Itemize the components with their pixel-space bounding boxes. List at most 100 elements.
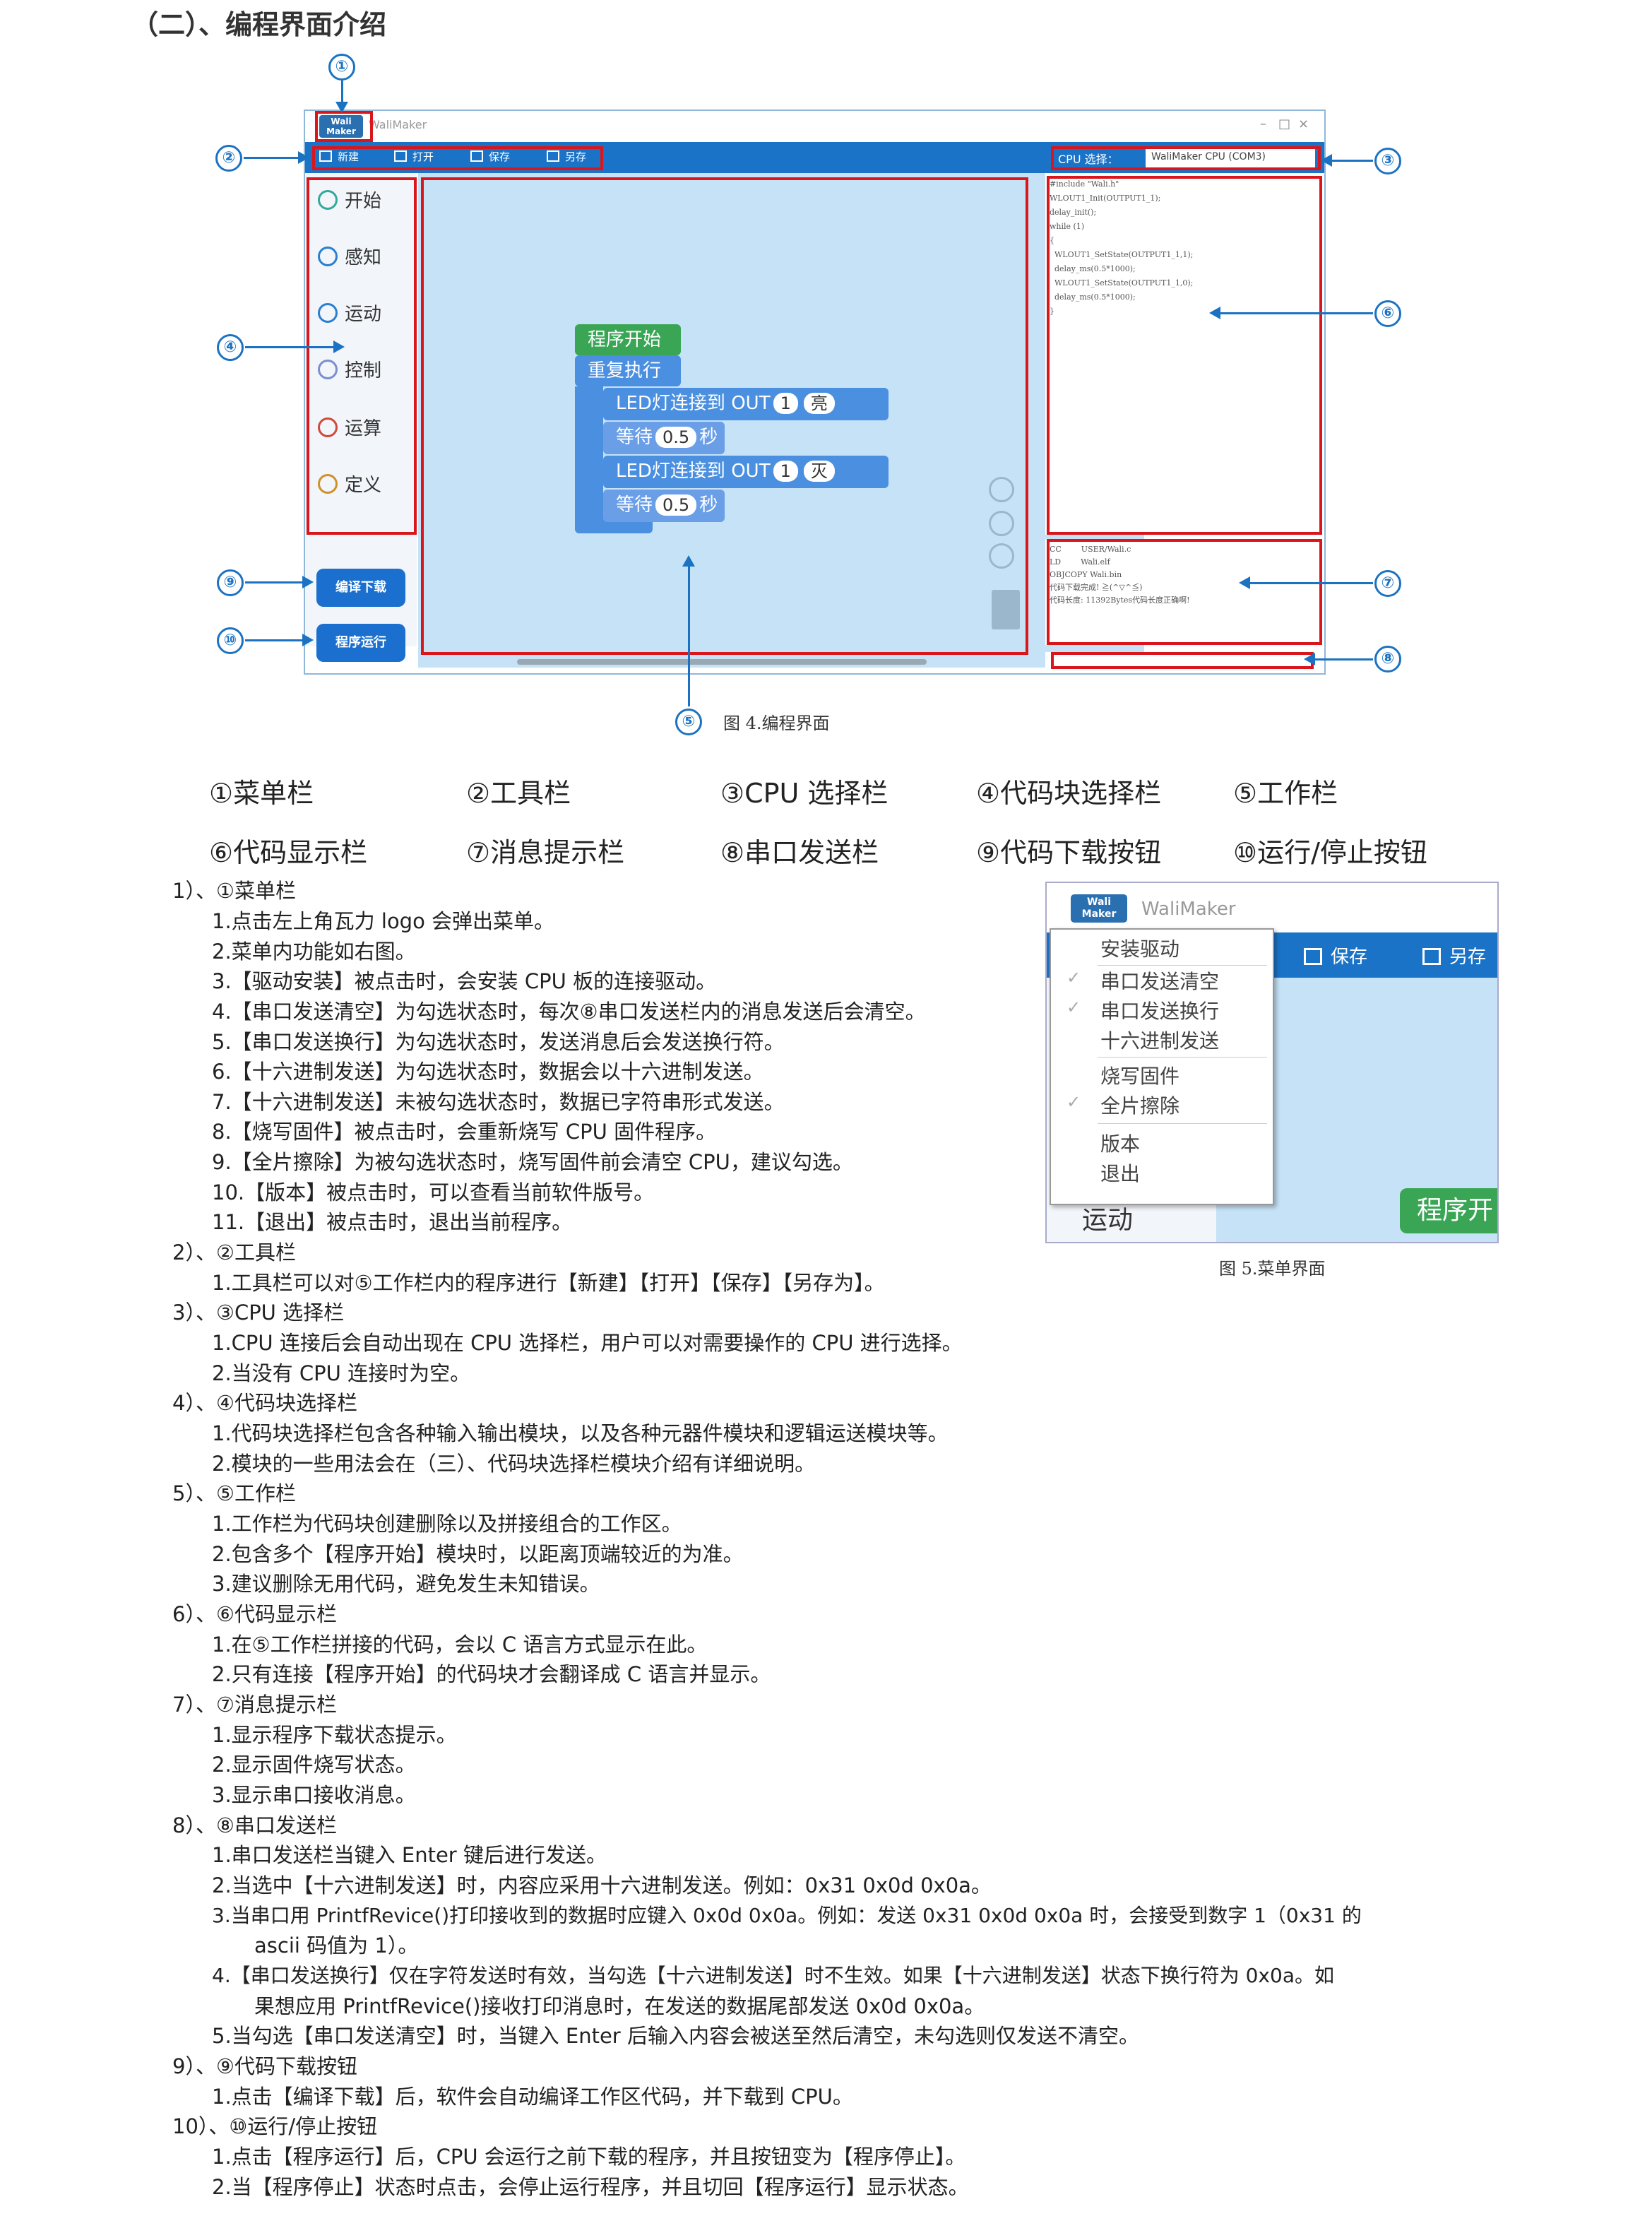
marker-3: ③ [1374,148,1401,174]
save-button[interactable]: 保存 [470,149,510,164]
arrow-line [1219,312,1373,314]
marker-5: ⑤ [675,709,702,735]
list-item: 7.【十六进制发送】未被勾选状态时，数据已字符串形式发送。 [212,1090,785,1114]
new-button[interactable]: 新建 [319,149,359,164]
check-icon: ✓ [1066,997,1081,1017]
figure-4-caption: 图 4.编程界面 [723,713,830,733]
arrow-line [1314,658,1373,661]
clipboard-icon [318,474,338,494]
menu-item-chip-erase[interactable]: 全片擦除 [1100,1094,1180,1118]
legend-item: ①菜单栏 [209,778,314,809]
play-icon [318,190,338,210]
repeat-block-arm [575,386,603,525]
walimaker-logo[interactable]: Wali Maker [1071,894,1127,923]
arrow-line [341,81,343,106]
arrow-line [244,157,300,159]
menu-item-version[interactable]: 版本 [1100,1132,1141,1156]
menu-item-flash-firmware[interactable]: 烧写固件 [1100,1065,1180,1088]
list-item: 4.【串口发送换行】仅在字符发送时有效，当勾选【十六进制发送】时不生效。如果【十… [212,1964,1334,1987]
arrow-line [245,581,304,584]
sidebar-item-start[interactable]: 开始 [318,180,410,223]
section-heading: 2）、②工具栏 [172,1240,296,1264]
arrow-head [335,102,348,113]
menu-separator [1098,1057,1267,1058]
sidebar-item-control[interactable]: 控制 [318,350,410,392]
arrow-line [245,639,304,641]
marker-1: ① [328,54,355,81]
app-title: WaliMaker [1141,899,1236,920]
new-icon [319,150,332,162]
horizontal-scrollbar[interactable] [517,659,927,665]
highlight-serial [1051,652,1314,669]
minimize-icon[interactable]: – [1260,117,1266,131]
sidebar-item-operators[interactable]: 运算 [318,408,410,450]
compile-download-button[interactable]: 编译下载 [316,569,405,607]
sidebar-item-sense[interactable]: 感知 [318,237,410,279]
legend-item: ⑨代码下载按钮 [976,837,1162,868]
legend-item: ③CPU 选择栏 [720,778,889,809]
center-icon[interactable] [989,477,1014,502]
list-item: 4.【串口发送清空】为勾选状态时，每次⑧串口发送栏内的消息发送后会清空。 [212,1000,926,1024]
maximize-icon[interactable]: □ [1278,117,1291,131]
save-as-icon [1422,948,1441,965]
list-item: 8.【烧写固件】被点击时，会重新烧写 CPU 固件程序。 [212,1120,717,1144]
walimaker-logo[interactable]: Wali Maker [319,115,363,138]
arrow-head [1239,576,1250,589]
list-item: 1.代码块选择栏包含各种输入输出模块，以及各种元器件模块和逻辑运送模块等。 [212,1421,949,1445]
save-as-button[interactable]: 另存 [547,149,586,164]
list-item: 5.【串口发送换行】为勾选状态时，发送消息后会发送换行符。 [212,1030,785,1054]
cpu-select[interactable]: WaliMaker CPU (COM3) [1146,148,1315,167]
repeat-block[interactable]: 重复执行 [575,355,681,386]
folder-icon [394,150,407,162]
arrow-head [302,634,314,646]
menu-item-install-driver[interactable]: 安装驱动 [1100,937,1180,961]
marker-10: ⑩ [217,627,244,654]
sidebar-item-motion[interactable]: 运动 [318,293,410,336]
trash-icon[interactable] [992,590,1020,629]
save-as-button[interactable]: 另存 [1422,942,1486,969]
marker-9: ⑨ [217,569,244,596]
highlight-message [1047,539,1322,645]
menu-item-serial-newline[interactable]: 串口发送换行 [1100,1000,1220,1023]
section-heading: 6）、⑥代码显示栏 [172,1602,337,1626]
highlight-cpu [1051,146,1321,170]
app-title: WaliMaker [369,118,427,131]
title-bar: Wali Maker WaliMaker – □ × [305,111,1324,142]
arrow-line [245,346,334,348]
open-button[interactable]: 打开 [394,149,434,164]
program-start-block[interactable]: 程序开 [1400,1188,1497,1233]
section-heading: 10）、⑩运行/停止按钮 [172,2114,378,2138]
zoom-in-icon[interactable] [989,511,1014,536]
program-run-button[interactable]: 程序运行 [316,624,405,662]
sidebar-item-define[interactable]: 定义 [318,464,410,507]
arrow-head [298,151,309,164]
list-item: 3.当串口用 PrintfRevice()打印接收到的数据时应键入 0x0d 0… [212,1904,1362,1927]
dropdown-menu: 安装驱动 ✓ 串口发送清空 ✓ 串口发送换行 十六进制发送 烧写固件 ✓ 全片擦… [1050,928,1274,1205]
arrow-line [1331,160,1373,162]
menu-item-exit[interactable]: 退出 [1100,1162,1141,1185]
arrow-line [688,565,690,706]
highlight-menu [315,111,373,142]
check-icon: ✓ [1066,1092,1081,1112]
menu-item-hex-send[interactable]: 十六进制发送 [1100,1029,1220,1053]
figure-5-caption: 图 5.菜单界面 [1219,1259,1326,1279]
section-heading: 5）、⑤工作栏 [172,1481,296,1505]
sidebar-item-motion[interactable]: 运动 [1082,1206,1134,1235]
message-panel: CC USER/Wali.c LD Wali.elf OBJCOPY Wali.… [1045,539,1324,645]
close-icon[interactable]: × [1298,117,1309,131]
zoom-out-icon[interactable] [989,543,1014,569]
list-item: 1.在⑤工作栏拼接的代码，会以 C 语言方式显示在此。 [212,1633,708,1657]
program-start-block[interactable]: 程序开始 [575,324,681,355]
menu-item-serial-clear[interactable]: 串口发送清空 [1100,970,1220,993]
block-category-sidebar: 开始 感知 运动 控制 运算 定义 [305,173,417,646]
section-heading: 3）、③CPU 选择栏 [172,1301,345,1325]
list-item: 2.当选中【十六进制发送】时，内容应采用十六进制发送。例如：0x31 0x0d … [212,1873,992,1897]
save-button[interactable]: 保存 [1304,942,1367,969]
list-item: 3.显示串口接收消息。 [212,1783,416,1807]
programming-interface-figure: Wali Maker WaliMaker – □ × 新建 打开 保存 另存 C… [304,109,1326,675]
